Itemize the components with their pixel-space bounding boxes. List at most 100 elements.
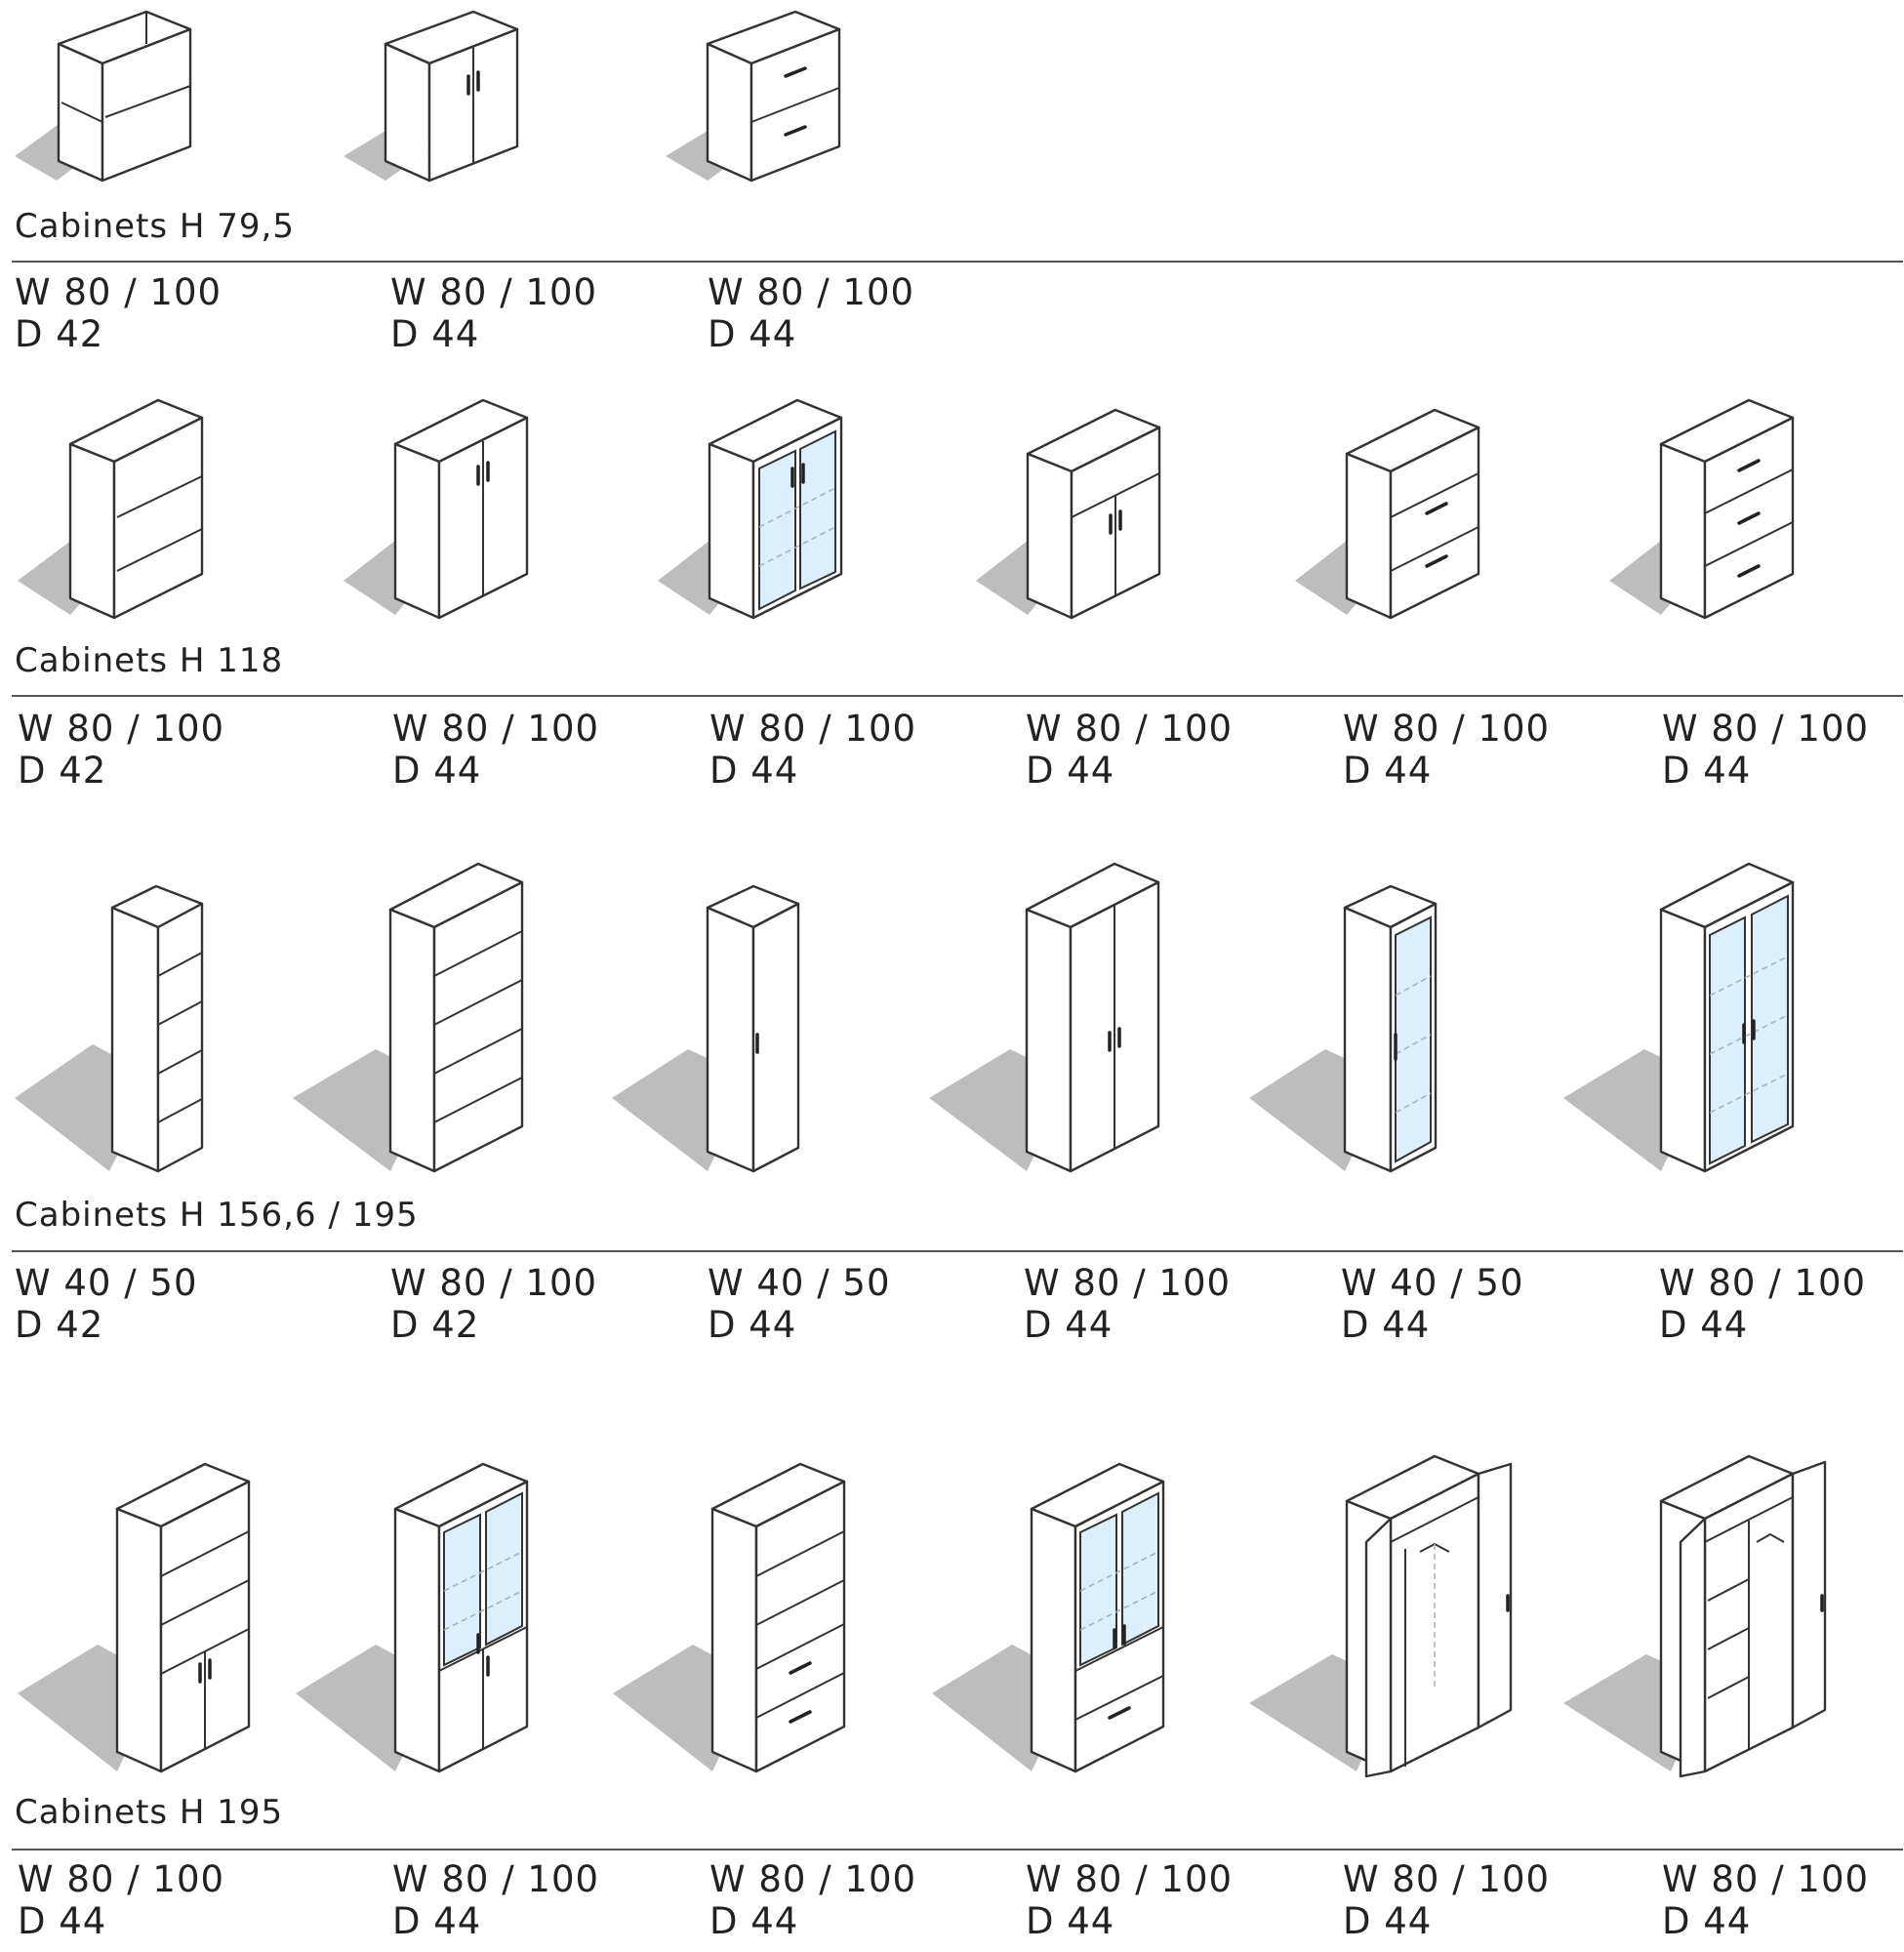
depth-text: D 44 — [708, 313, 797, 355]
section-title: Cabinets H 195 — [15, 1793, 284, 1832]
depth-text: D 44 — [1026, 1900, 1115, 1942]
width-text: W 80 / 100 — [1343, 1858, 1551, 1900]
width-text: W 80 / 100 — [708, 271, 915, 313]
cabinet-illustration — [344, 10, 519, 183]
depth-text: D 44 — [390, 313, 480, 355]
cabinet-illustration — [18, 1462, 251, 1773]
depth-text: D 44 — [708, 1304, 797, 1346]
cabinet-illustration — [293, 862, 524, 1173]
cabinet-illustration — [1563, 1454, 1827, 1778]
width-text: W 80 / 100 — [15, 271, 223, 313]
width-text: W 80 / 100 — [392, 1858, 600, 1900]
cabinet-illustration — [658, 398, 843, 620]
cabinet-illustration — [1563, 862, 1795, 1173]
cabinet-illustration — [344, 398, 529, 620]
illustration-row — [0, 390, 1904, 625]
width-text: W 80 / 100 — [390, 1262, 598, 1304]
cabinet-illustration — [18, 398, 204, 620]
depth-text: D 44 — [18, 1900, 107, 1942]
cabinet-illustration — [666, 10, 841, 183]
width-text: W 80 / 100 — [1659, 1262, 1867, 1304]
depth-text: D 44 — [1341, 1304, 1431, 1346]
depth-text: D 44 — [1343, 1900, 1433, 1942]
cabinet-illustration — [296, 1462, 529, 1773]
width-text: W 80 / 100 — [1662, 1858, 1870, 1900]
width-text: W 80 / 100 — [392, 708, 600, 750]
depth-text: D 44 — [709, 1900, 799, 1942]
depth-text: D 44 — [392, 1900, 482, 1942]
illustration-row-svg — [15, 10, 841, 183]
depth-text: D 42 — [15, 1304, 104, 1346]
width-text: W 40 / 50 — [708, 1262, 891, 1304]
depth-text: D 44 — [1024, 1304, 1114, 1346]
cabinet-illustration — [612, 884, 800, 1173]
section-title: Cabinets H 118 — [15, 641, 284, 680]
depth-text: D 44 — [1026, 750, 1115, 792]
cabinet-illustration — [929, 862, 1160, 1173]
illustration-row-svg — [18, 398, 1795, 620]
illustration-row-svg — [15, 862, 1795, 1173]
cabinet-illustration — [15, 884, 204, 1173]
cabinet-illustration — [613, 1462, 846, 1773]
width-text: W 80 / 100 — [1343, 708, 1551, 750]
section-divider — [12, 695, 1903, 697]
width-text: W 80 / 100 — [1026, 708, 1234, 750]
illustration-row-svg — [18, 1454, 1827, 1778]
cabinet-illustration — [1249, 884, 1438, 1173]
cabinet-illustration — [1249, 1454, 1513, 1778]
width-text: W 80 / 100 — [709, 708, 917, 750]
depth-text: D 42 — [390, 1304, 480, 1346]
section-divider — [12, 1849, 1903, 1850]
section-divider — [12, 261, 1903, 263]
cabinet-illustration — [15, 10, 192, 183]
section-divider — [12, 1250, 1903, 1252]
width-text: W 80 / 100 — [18, 708, 225, 750]
width-text: W 80 / 100 — [1026, 1858, 1234, 1900]
section-title: Cabinets H 156,6 / 195 — [15, 1196, 419, 1235]
depth-text: D 44 — [392, 750, 482, 792]
width-text: W 40 / 50 — [15, 1262, 198, 1304]
cabinet-illustration — [1609, 398, 1795, 620]
section-title: Cabinets H 79,5 — [15, 207, 295, 246]
illustration-row — [0, 1435, 1904, 1778]
cabinet-illustration — [976, 408, 1161, 620]
depth-text: D 44 — [1662, 1900, 1752, 1942]
illustration-row — [0, 849, 1904, 1181]
width-text: W 80 / 100 — [390, 271, 598, 313]
depth-text: D 42 — [15, 313, 104, 355]
depth-text: D 44 — [709, 750, 799, 792]
width-text: W 40 / 50 — [1341, 1262, 1524, 1304]
illustration-row — [0, 0, 1904, 195]
width-text: W 80 / 100 — [18, 1858, 225, 1900]
cabinet-illustration — [932, 1462, 1165, 1773]
width-text: W 80 / 100 — [1024, 1262, 1232, 1304]
depth-text: D 44 — [1343, 750, 1433, 792]
width-text: W 80 / 100 — [1662, 708, 1870, 750]
depth-text: D 44 — [1662, 750, 1752, 792]
depth-text: D 44 — [1659, 1304, 1749, 1346]
width-text: W 80 / 100 — [709, 1858, 917, 1900]
cabinet-illustration — [1295, 408, 1480, 620]
depth-text: D 42 — [18, 750, 107, 792]
